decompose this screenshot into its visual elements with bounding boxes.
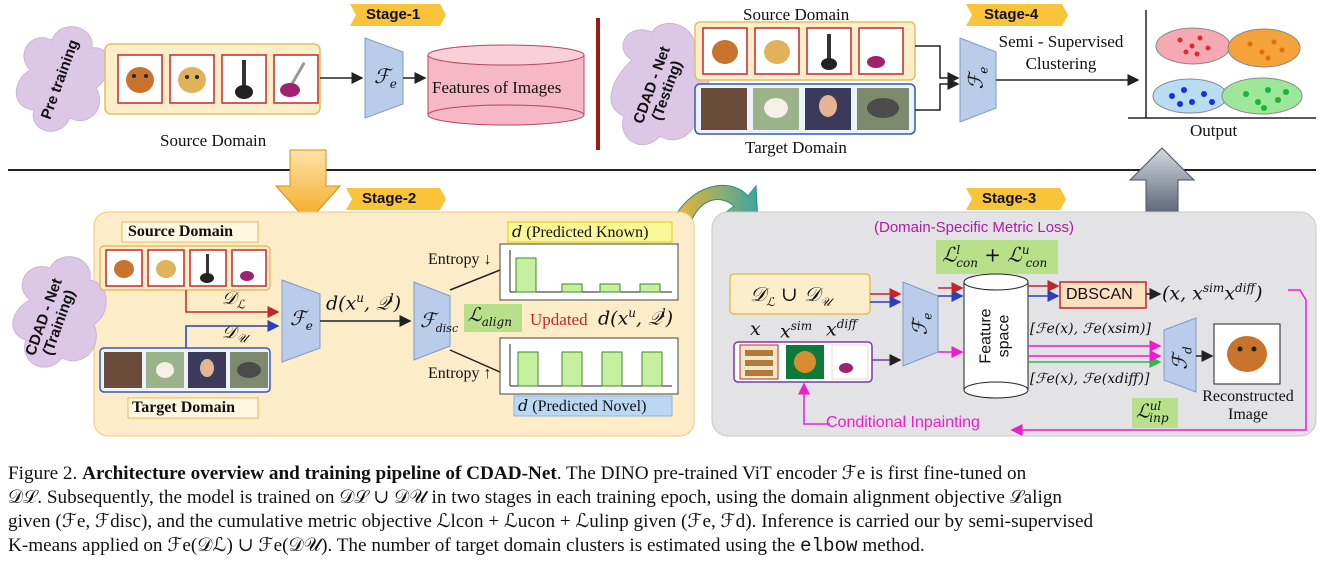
pretrain-encoder (364, 37, 404, 119)
stage3-badge (966, 188, 1066, 210)
testing-cloud (610, 22, 710, 146)
xdiff-label: xdiff (826, 317, 857, 341)
stage1-badge (350, 4, 446, 26)
pair-sim-label: [ℱe(x), ℱe(xsim)] (1030, 321, 1151, 337)
caption-line-4: K-means applied on ℱe(𝒟ℒ) ∪ ℱe(𝒟𝒰). The … (8, 535, 925, 557)
disc-block (413, 281, 451, 361)
stage2-label: Stage-2 (362, 190, 417, 207)
caption-line-3: given (ℱe, ℱdisc), and the cumulative me… (8, 511, 1094, 532)
clustering-label: Semi - Supervised Clustering (998, 32, 1124, 73)
test-source-label: Source Domain (743, 5, 850, 24)
l-align-box (464, 304, 522, 332)
caption-line-2: 𝒟ℒ. Subsequently, the model is trained o… (8, 487, 1063, 508)
train-encoder (281, 279, 321, 363)
reconstructed-label: Reconstructed Image (1202, 388, 1294, 423)
diagram-svg (8, 4, 1317, 437)
pretraining-cloud (15, 26, 109, 132)
train-target-images (104, 352, 268, 388)
inpainting-label: Conditional Inpainting (826, 414, 980, 431)
output-plot (1128, 10, 1316, 119)
feature-space-label: Feature space (977, 308, 1013, 364)
training-cloud (12, 256, 107, 368)
disc-label: ℱdisc (420, 308, 459, 335)
lcon-label: ℒlcon + ℒucon (942, 242, 1048, 270)
test-encoder (959, 37, 997, 123)
pair-diff-label: [ℱe(x), ℱe(xdiff)] (1030, 371, 1150, 387)
caption-line-1: Figure 2. Architecture overview and trai… (8, 463, 1027, 484)
features-cylinder (427, 44, 585, 126)
entropy-up-label: Entropy ↑ (428, 365, 492, 382)
linp-box (1132, 398, 1178, 428)
pretrain-domain-label: Source Domain (160, 131, 267, 150)
d-u-label: 𝒟𝒰 (222, 322, 248, 346)
stage4-label: Stage-4 (984, 6, 1039, 23)
stage1-label: Stage-1 (366, 6, 421, 23)
d-l-label: 𝒟ℒ (222, 288, 246, 312)
test-target-label: Target Domain (745, 138, 847, 157)
stage2-badge (346, 188, 446, 210)
architecture-diagram: Stage-1 Stage-4 Stage-2 Stage-3 Pre trai… (8, 4, 1317, 437)
pretrain-images (117, 54, 319, 104)
test-target-images (701, 88, 909, 130)
entropy-down-label: Entropy ↓ (428, 251, 492, 268)
train-source-images (105, 249, 267, 287)
l-align-label: ℒalign (468, 304, 512, 329)
dbscan-label: DBSCAN (1066, 286, 1133, 303)
union-label: 𝒟ℒ ∪ 𝒟𝒰 (750, 282, 831, 309)
train-encoder-label: ℱe (290, 306, 313, 333)
dxuq-label: d(xu, 𝒬l) (326, 291, 402, 315)
metric-loss-label: (Domain-Specific Metric Loss) (874, 219, 1075, 236)
pretrain-encoder-label: ℱe (374, 64, 397, 91)
output-label: Output (1190, 121, 1238, 140)
triple-label: (x, xsimxdiff) (1162, 281, 1263, 305)
pred-known-label: d (Predicted Known) (512, 222, 649, 241)
figure-caption: Figure 2. Architecture overview and trai… (8, 462, 1314, 558)
feature-space-cylinder (963, 273, 1029, 399)
s3-encoder-label: ℱe (907, 312, 935, 336)
dbscan-box (1059, 281, 1147, 309)
linp-label: ℒulinp (1136, 399, 1169, 426)
features-label: Features of Images (432, 78, 562, 97)
pred-novel-label: d (Predicted Novel) (518, 396, 647, 415)
decoder-label: ℱd (1167, 346, 1195, 370)
xsim-label: xsim (780, 319, 813, 343)
decoder-block (1163, 317, 1197, 393)
stage3-label: Stage-3 (982, 190, 1037, 207)
down-arrow (274, 149, 342, 223)
updated-label: Updated (530, 310, 588, 329)
stage4-badge (966, 4, 1068, 26)
up-arrow (1128, 147, 1196, 221)
updated-dxuq: d(xu, 𝒬l) (598, 306, 674, 330)
train-source-label: Source Domain (128, 223, 234, 240)
triplet-images (739, 344, 869, 380)
lcon-box (936, 240, 1058, 274)
caption-title: Architecture overview and training pipel… (82, 463, 557, 484)
x-label: x (750, 318, 761, 340)
test-source-images (702, 27, 904, 75)
train-target-label: Target Domain (132, 399, 235, 416)
